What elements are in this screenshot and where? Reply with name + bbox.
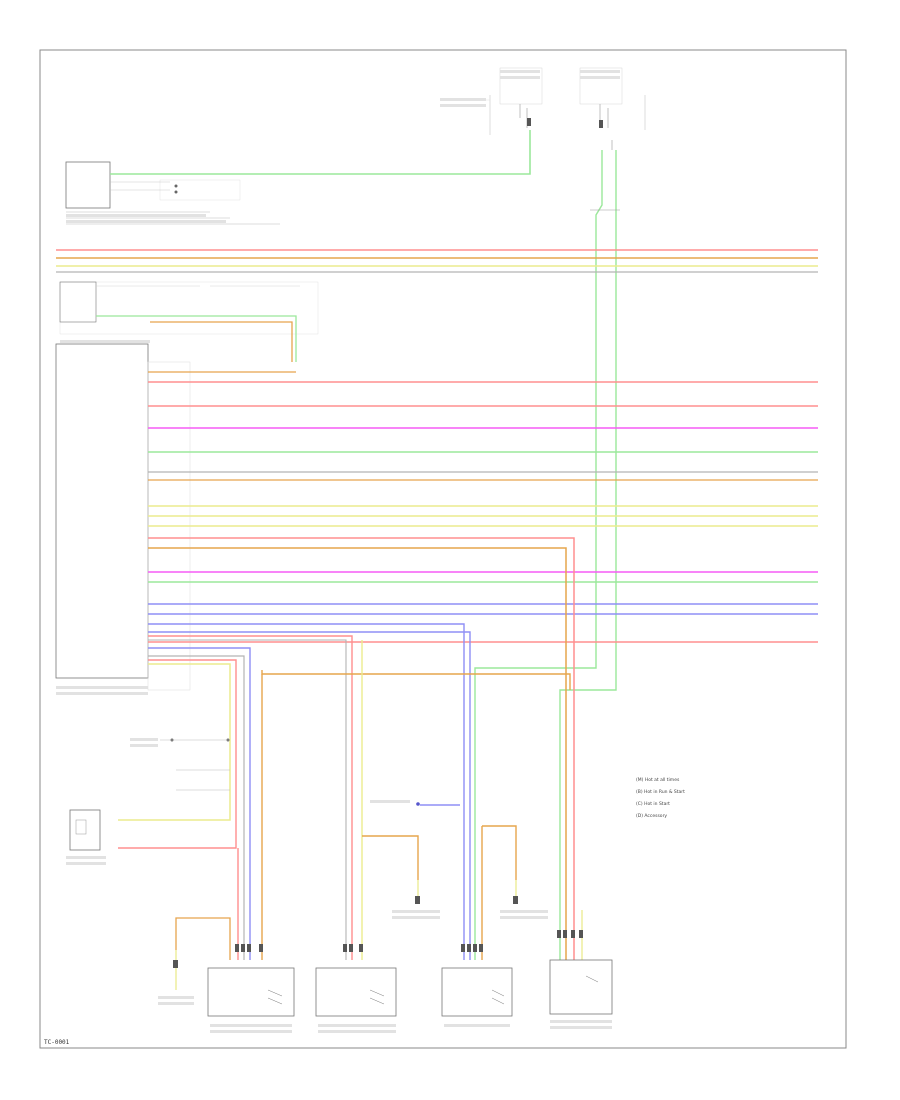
wire-green-feed-1 xyxy=(110,130,531,175)
fuse-area-2 xyxy=(579,67,646,150)
left-sensor-box xyxy=(69,809,101,851)
bottom-module-2 xyxy=(315,967,397,1017)
diagram-frame xyxy=(39,49,847,1049)
wire-green-connector xyxy=(96,315,297,362)
legend-item-2: (B) Hot in Run & Start xyxy=(636,789,685,795)
wire-green-feed-2a xyxy=(474,150,603,960)
control-module-box xyxy=(55,343,149,679)
module-output-wires xyxy=(148,371,818,643)
left-sensor-inner xyxy=(75,819,87,835)
diagram-code: TC-0001 xyxy=(44,1039,70,1046)
pin-stacks xyxy=(173,118,603,968)
wire-ground-left xyxy=(175,917,231,960)
legend: (M) Hot at all times (B) Hot in Run & St… xyxy=(636,777,685,819)
module-drop-wires xyxy=(118,537,575,960)
legend-item-3: (C) Hot in Start xyxy=(636,801,670,807)
bottom-module-4 xyxy=(549,959,613,1015)
top-left-module xyxy=(65,161,280,225)
splice-points xyxy=(170,738,420,806)
bottom-module-1 xyxy=(207,967,295,1017)
bottom-module-3 xyxy=(441,967,513,1017)
wire-orange-connector xyxy=(150,321,293,362)
legend-item-1: (M) Hot at all times xyxy=(636,777,680,783)
connector-top xyxy=(59,281,319,335)
left-switch-component xyxy=(160,739,230,791)
legend-item-4: (D) Accessory xyxy=(636,813,667,819)
label-placeholders xyxy=(56,70,620,1033)
